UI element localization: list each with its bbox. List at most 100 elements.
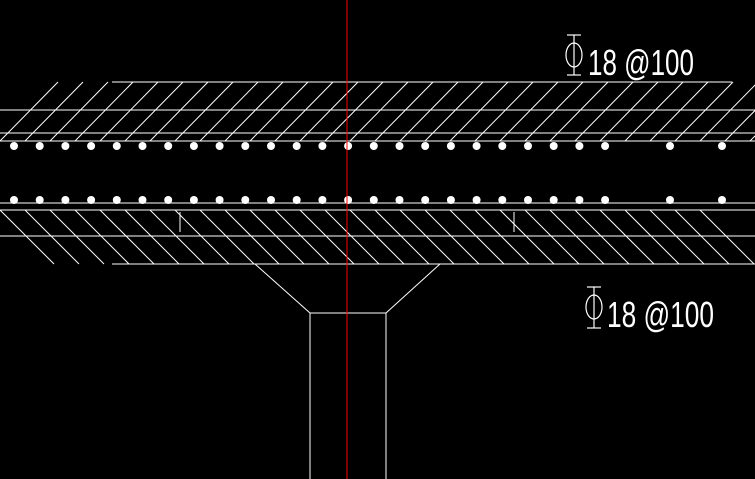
rebar-dot bbox=[292, 196, 301, 204]
hatch-line bbox=[599, 81, 659, 142]
hatch-line bbox=[174, 209, 230, 265]
rebar-dot bbox=[498, 142, 507, 150]
rebar-dot bbox=[292, 142, 301, 150]
hatch-line bbox=[424, 81, 484, 142]
rebar-dot bbox=[446, 142, 455, 150]
hatch-line bbox=[99, 209, 155, 265]
hatch-line bbox=[374, 209, 430, 265]
rebar-dot bbox=[446, 196, 455, 204]
rebar-dot bbox=[215, 196, 224, 204]
hatch-line bbox=[49, 209, 105, 265]
phi-icon bbox=[565, 34, 583, 76]
hatch-line bbox=[249, 209, 305, 265]
hatch-line bbox=[574, 81, 634, 142]
rebar-dot bbox=[369, 196, 378, 204]
bottom-rebar-annotation[interactable]: 18 @100 bbox=[585, 286, 714, 335]
hatch-line bbox=[49, 81, 109, 142]
rebar-dot bbox=[164, 142, 173, 150]
hatch-line bbox=[524, 81, 584, 142]
hatch-line bbox=[549, 209, 605, 265]
hatch-line bbox=[699, 84, 755, 142]
rebar-dot bbox=[666, 142, 674, 150]
rebar-dot bbox=[61, 196, 70, 204]
hatch-line bbox=[0, 209, 55, 265]
hatch-line bbox=[124, 81, 184, 142]
rebar-dot bbox=[318, 142, 327, 150]
rebar-dot bbox=[189, 142, 198, 150]
hatch-line bbox=[274, 81, 334, 142]
hatch-line bbox=[249, 81, 309, 142]
rebar-dot bbox=[10, 142, 18, 150]
hatch-line bbox=[399, 209, 455, 265]
rebar-dot bbox=[498, 196, 507, 204]
hatch-line bbox=[524, 209, 580, 265]
top-rebar-annotation[interactable]: 18 @100 bbox=[565, 34, 694, 83]
hatch-line bbox=[499, 209, 555, 265]
capital-left-edge bbox=[254, 263, 311, 314]
hatch-line bbox=[624, 81, 684, 142]
hatch-line bbox=[474, 209, 530, 265]
hatch-line bbox=[599, 209, 655, 265]
hatch-line bbox=[424, 209, 480, 265]
hatch-line bbox=[299, 209, 355, 265]
rebar-dot bbox=[395, 142, 404, 150]
rebar-dot bbox=[241, 142, 250, 150]
rebar-dot bbox=[318, 196, 327, 204]
hatch-line bbox=[224, 209, 280, 265]
hatch-line bbox=[74, 209, 130, 265]
rebar-dot bbox=[575, 196, 584, 204]
hatch-line bbox=[124, 209, 180, 265]
top-slab-hatch bbox=[0, 81, 755, 142]
rebar-dot bbox=[718, 142, 726, 150]
hatch-line bbox=[199, 209, 255, 265]
bottom-slab-hatch bbox=[0, 209, 755, 265]
rebar-dot bbox=[718, 196, 726, 204]
rebar-dot bbox=[344, 142, 353, 150]
rebar-dot bbox=[524, 196, 532, 204]
hatch-line bbox=[449, 209, 505, 265]
rebar-dot bbox=[10, 196, 18, 204]
hatch-line bbox=[274, 209, 330, 265]
hatch-line bbox=[24, 209, 80, 265]
rebar-dot bbox=[549, 196, 558, 204]
hatch-line bbox=[724, 109, 755, 142]
phi-icon bbox=[585, 286, 603, 329]
column-outline bbox=[309, 312, 387, 479]
hatch-line bbox=[449, 81, 509, 142]
rebar-dot bbox=[112, 142, 121, 150]
rebar-dot bbox=[344, 196, 353, 204]
rebar-dot bbox=[575, 142, 584, 150]
hatch-line bbox=[224, 81, 284, 142]
hatch-line bbox=[324, 81, 384, 142]
hatch-line bbox=[649, 81, 709, 142]
hatch-line bbox=[699, 209, 755, 265]
hatch-line bbox=[149, 209, 205, 265]
hatch-line bbox=[324, 209, 380, 265]
hatch-line bbox=[474, 81, 534, 142]
rebar-dot bbox=[35, 196, 44, 204]
section-outlines bbox=[0, 81, 755, 479]
rebar-dot bbox=[164, 196, 173, 204]
capital-right-edge bbox=[385, 263, 441, 314]
hatch-line bbox=[349, 81, 409, 142]
rebar-dot bbox=[61, 142, 70, 150]
hatch-line bbox=[349, 209, 405, 265]
bottom-rebar-dots bbox=[10, 196, 726, 204]
rebar-dot bbox=[549, 142, 558, 150]
hatch-line bbox=[574, 209, 630, 265]
hatch-line bbox=[299, 81, 359, 142]
hatch-line bbox=[199, 81, 259, 142]
rebar-dot bbox=[472, 196, 481, 204]
top-rebar-dots bbox=[10, 142, 726, 150]
rebar-dot bbox=[138, 142, 147, 150]
hatch-line bbox=[74, 81, 134, 142]
rebar-dot bbox=[369, 142, 378, 150]
rebar-dot bbox=[215, 142, 224, 150]
rebar-dot bbox=[112, 196, 121, 204]
rebar-dot bbox=[87, 196, 96, 204]
hatch-line bbox=[674, 209, 730, 265]
rebar-dot bbox=[524, 142, 532, 150]
rebar-dot bbox=[35, 142, 44, 150]
